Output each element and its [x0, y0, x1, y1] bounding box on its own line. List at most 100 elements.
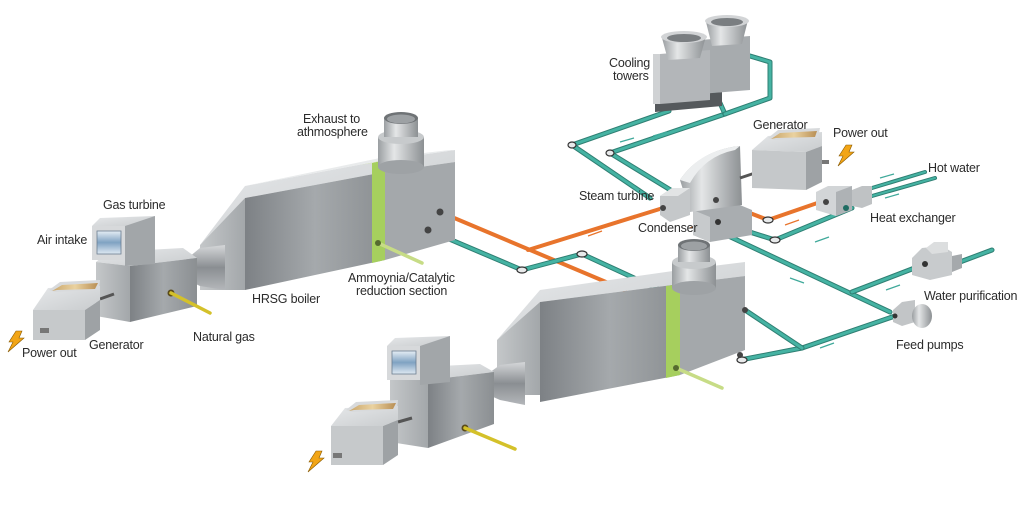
pipe-elbow: [605, 149, 615, 157]
pipe-elbow: [576, 250, 588, 258]
flow-arrow: [885, 284, 901, 291]
hx-inlet: [823, 199, 829, 205]
water-inlet-pipe-highlight: [958, 248, 994, 264]
air-intake-2[interactable]: [387, 336, 450, 385]
natural-gas-pipe-2: [463, 426, 517, 451]
label-feed-pumps: Feed pumps: [896, 338, 963, 352]
label-generator-left: Generator: [89, 338, 144, 352]
pipe-elbows: [516, 141, 781, 364]
catalytic-band: [666, 284, 680, 378]
ammonia-nozzle-2: [673, 365, 679, 371]
generator-winding: [771, 131, 817, 139]
feedwater-inlet-nozzle: [742, 307, 748, 313]
feedwater-pipe-hrsg1-highlight: [426, 228, 662, 292]
lightning-icon: [307, 450, 325, 473]
label-gas-turbine: Gas turbine: [103, 198, 166, 212]
label-cooling-line1: Cooling: [609, 56, 650, 70]
condenser[interactable]: [693, 203, 752, 242]
flow-arrow: [619, 137, 635, 143]
hx-outlet: [843, 205, 849, 211]
label-hrsg-boiler: HRSG boiler: [252, 292, 320, 306]
power-terminal: [333, 453, 342, 458]
purification-outlet: [922, 261, 928, 267]
label-power-out-right: Power out: [833, 126, 888, 140]
label-natural-gas: Natural gas: [193, 330, 255, 344]
ammonia-pipe-1: [376, 241, 424, 265]
hot-water-pipe-2-highlight: [871, 177, 936, 197]
steam-turbine-condenser[interactable]: [660, 146, 759, 242]
label-ammonia-line1: Ammoynia/Catalytic: [348, 271, 455, 285]
flow-arrow: [884, 193, 900, 199]
flow-arrow: [784, 219, 800, 226]
label-ammonia-line2: reduction section: [356, 284, 447, 298]
steam-inlet: [660, 205, 666, 211]
air-intake-window: [96, 230, 122, 255]
cooling-water-pipe-return-highlight: [570, 109, 671, 200]
hrsg-boiler-2[interactable]: [497, 239, 748, 402]
power-terminal: [40, 328, 49, 333]
steam-outlet-nozzle: [436, 208, 444, 216]
pipe-elbow: [736, 356, 748, 364]
cooling-riser-2-highlight: [723, 54, 772, 116]
label-heat-exchanger: Heat exchanger: [870, 211, 955, 225]
flow-arrow: [652, 131, 668, 137]
condensate-pipe-highlight: [718, 230, 892, 314]
pipe-elbow: [567, 141, 577, 149]
generator-shaft: [397, 416, 413, 424]
steam-pipe-to-turbine: [526, 206, 665, 252]
hot-water-pipe-1-highlight: [871, 171, 926, 189]
feed-pumps[interactable]: [892, 300, 933, 328]
condenser-outlet: [715, 219, 721, 225]
generator-steam[interactable]: [752, 128, 829, 190]
air-intake-window: [391, 350, 417, 375]
label-condenser: Condenser: [638, 221, 697, 235]
pipe-elbow: [769, 236, 781, 244]
labels: Gas turbine Air intake Generator Power o…: [22, 56, 1018, 360]
feedwater-inlet-nozzle: [424, 226, 432, 234]
label-steam-turbine: Steam turbine: [579, 189, 654, 203]
exhaust-stack-1: [378, 112, 424, 174]
flow-arrow: [789, 277, 805, 284]
label-cooling-line2: towers: [613, 69, 649, 83]
flow-arrow: [819, 342, 835, 349]
label-air-intake: Air intake: [37, 233, 87, 247]
power-terminal: [822, 160, 829, 164]
steam-turbine[interactable]: [660, 188, 690, 222]
label-hot-water: Hot water: [928, 161, 980, 175]
feedwater-pipe-hrsg2-highlight: [743, 308, 804, 350]
generator-shaft: [99, 292, 115, 301]
gas-turbine-train-2: [307, 239, 748, 473]
label-water-purification: Water purification: [924, 289, 1017, 303]
steam-pipe-hrsg1: [438, 210, 627, 292]
water-purification-unit[interactable]: [912, 242, 962, 280]
label-exhaust-line1: Exhaust to: [303, 112, 360, 126]
label-exhaust-line2: athmosphere: [297, 125, 368, 139]
lightning-icon: [837, 144, 855, 167]
flow-arrow: [587, 230, 603, 237]
generator-2[interactable]: [331, 400, 413, 465]
gas-turbine-train-1: [7, 112, 455, 353]
air-intake-1[interactable]: [92, 216, 155, 266]
heat-exchanger[interactable]: [816, 186, 872, 216]
flow-arrow: [814, 236, 830, 243]
generator-winding: [349, 403, 396, 411]
turbine-exhaust: [713, 197, 719, 203]
pipe-elbow: [516, 266, 528, 274]
flow-arrow: [879, 173, 895, 179]
exhaust-stack-2: [672, 239, 716, 295]
feedwater-inlet-nozzle: [737, 352, 743, 358]
catalytic-band: [372, 160, 385, 263]
natural-gas-pipe-1: [169, 291, 212, 315]
steam-turbine-casing: [680, 146, 742, 212]
cooling-towers[interactable]: [653, 15, 750, 112]
ammonia-nozzle-1: [375, 240, 381, 246]
pipe-elbow: [762, 216, 774, 224]
pump-inlet: [892, 313, 898, 319]
label-generator-right: Generator: [753, 118, 808, 132]
ammonia-pipe-2: [674, 366, 724, 390]
lightning-icon: [7, 330, 25, 353]
generator-winding: [52, 283, 98, 291]
label-power-out-left: Power out: [22, 346, 77, 360]
generator-1[interactable]: [33, 280, 115, 340]
